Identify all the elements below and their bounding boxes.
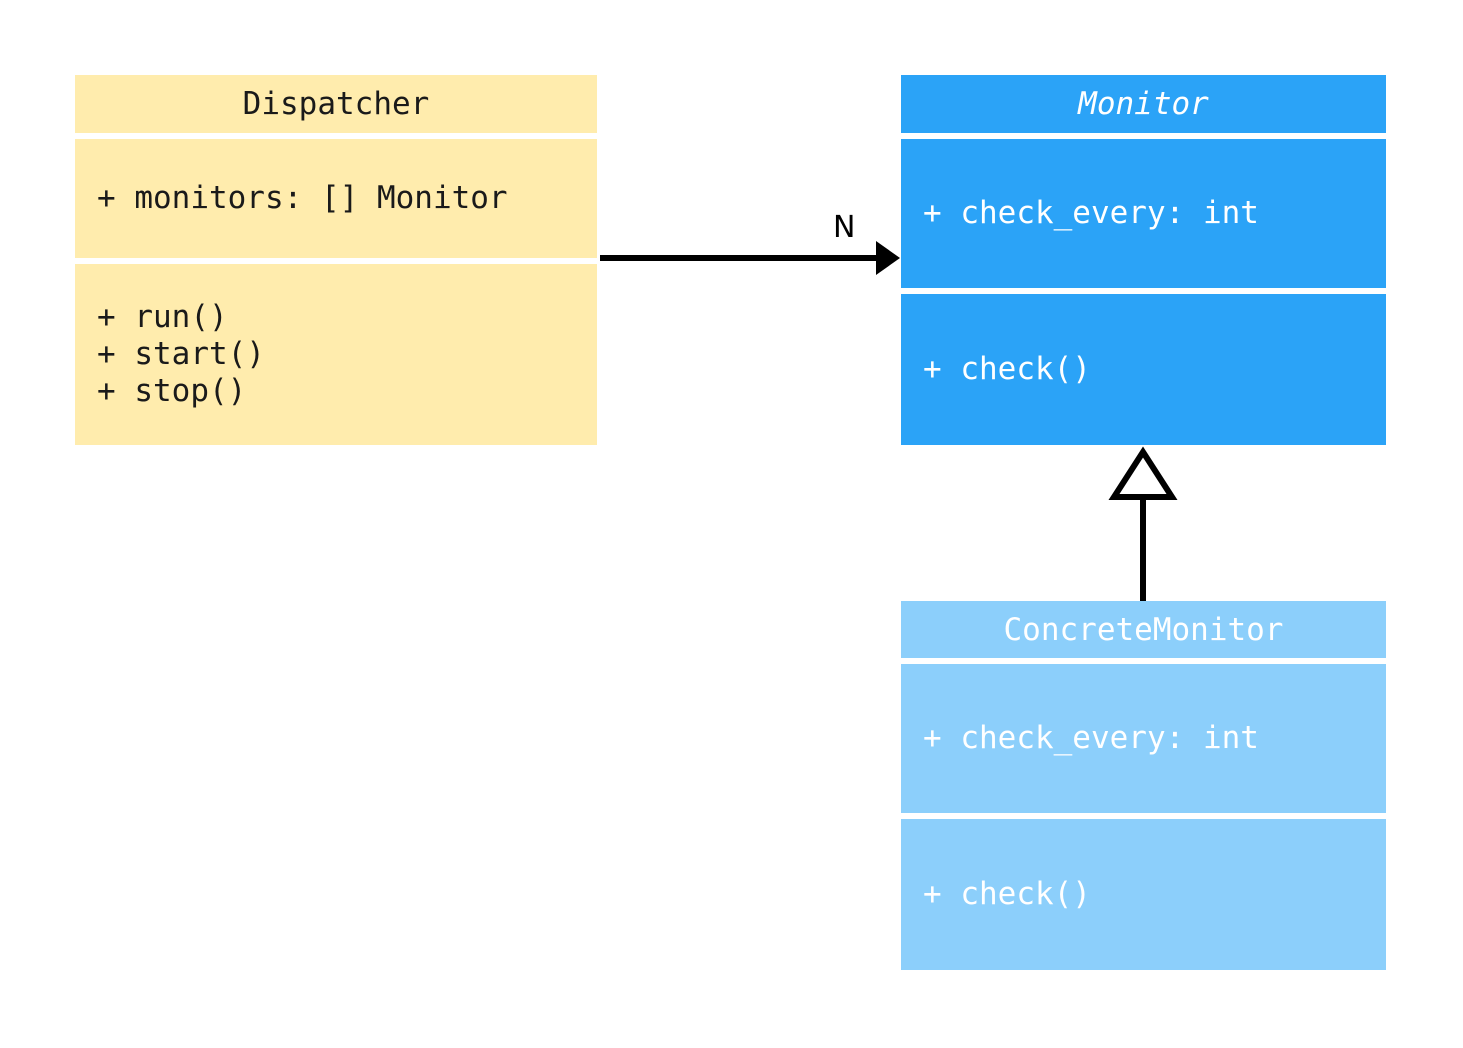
inheritance-concretemonitor-to-monitor [1108,446,1178,601]
association-dispatcher-to-monitor [600,241,900,275]
method-row: + start() [97,336,265,372]
method-row: + run() [97,299,228,335]
class-title-concretemonitor: ConcreteMonitor [901,601,1386,658]
inheritance-hollow-triangle-icon [1108,446,1178,500]
uml-class-concretemonitor[interactable]: ConcreteMonitor + check_every: int + che… [901,601,1386,970]
attribute-row: + monitors: [] Monitor [97,180,508,216]
method-row: + check() [923,876,1091,912]
uml-class-monitor[interactable]: Monitor + check_every: int + check() [901,75,1386,445]
class-title-monitor: Monitor [901,75,1386,133]
class-title-dispatcher: Dispatcher [75,75,597,133]
attribute-row: + check_every: int [923,195,1259,231]
attribute-row: + check_every: int [923,720,1259,756]
association-arrowhead-icon [876,241,900,275]
association-multiplicity-label: N [833,210,856,245]
method-row: + stop() [97,373,247,409]
uml-class-dispatcher[interactable]: Dispatcher + monitors: [] Monitor + run(… [75,75,597,445]
methods-compartment-monitor: + check() [901,294,1386,445]
attributes-compartment-monitor: + check_every: int [901,139,1386,288]
methods-compartment-dispatcher: + run() + start() + stop() [75,264,597,445]
method-row: + check() [923,351,1091,387]
attributes-compartment-dispatcher: + monitors: [] Monitor [75,139,597,258]
methods-compartment-concretemonitor: + check() [901,819,1386,970]
attributes-compartment-concretemonitor: + check_every: int [901,664,1386,813]
